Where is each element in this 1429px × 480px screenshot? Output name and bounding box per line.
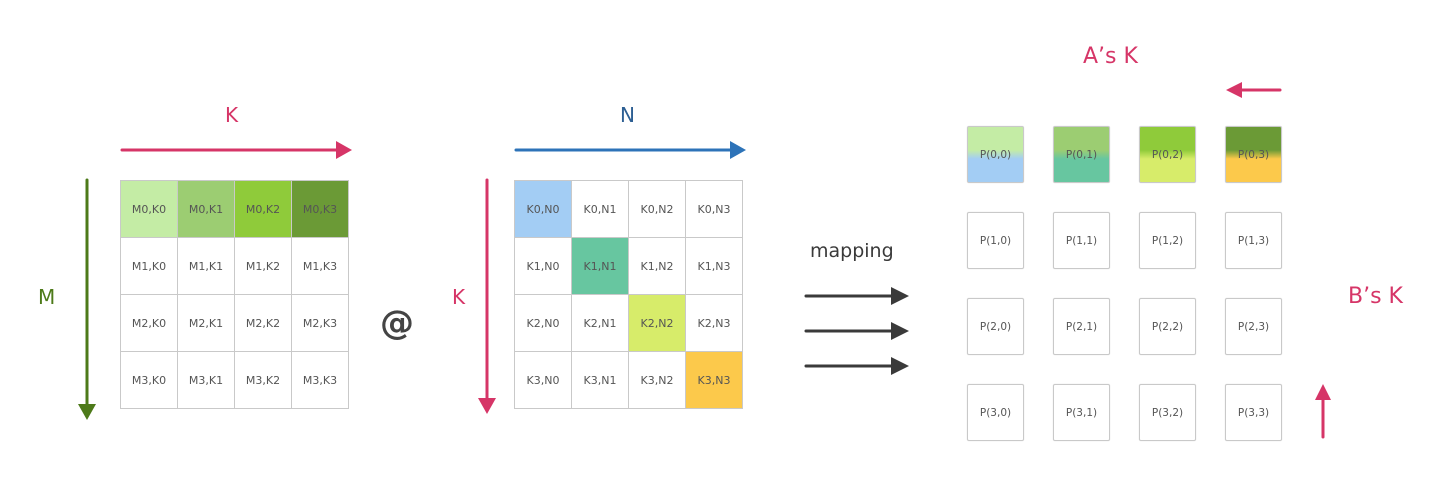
right-matrix-cell-0-3: K0,N3 bbox=[685, 180, 743, 238]
right-matrix-cell-0-2: K0,N2 bbox=[628, 180, 686, 238]
program-cell-1-2: P(1,2) bbox=[1139, 212, 1196, 269]
right-matrix-cell-1-3: K1,N3 bbox=[685, 237, 743, 295]
right-matrix-cell-2-2: K2,N2 bbox=[628, 294, 686, 352]
right-matrix-cell-3-1: K3,N1 bbox=[571, 351, 629, 409]
left-matrix-cell-2-3: M2,K3 bbox=[291, 294, 349, 352]
left-matrix-cell-0-1: M0,K1 bbox=[177, 180, 235, 238]
program-cell-1-1: P(1,1) bbox=[1053, 212, 1110, 269]
right-matrix-cell-0-0: K0,N0 bbox=[514, 180, 572, 238]
program-cell-2-0: P(2,0) bbox=[967, 298, 1024, 355]
left-matrix-cell-2-1: M2,K1 bbox=[177, 294, 235, 352]
program-cell-0-1: P(0,1) bbox=[1053, 126, 1110, 183]
program-cell-1-3: P(1,3) bbox=[1225, 212, 1282, 269]
program-cell-3-0: P(3,0) bbox=[967, 384, 1024, 441]
left-matrix-cell-1-2: M1,K2 bbox=[234, 237, 292, 295]
program-cell-0-0: P(0,0) bbox=[967, 126, 1024, 183]
left-matrix-cell-2-2: M2,K2 bbox=[234, 294, 292, 352]
right-col-label: N bbox=[620, 103, 635, 127]
right-matrix-cell-1-0: K1,N0 bbox=[514, 237, 572, 295]
left-matrix-cell-3-2: M3,K2 bbox=[234, 351, 292, 409]
left-matrix-cell-1-3: M1,K3 bbox=[291, 237, 349, 295]
left-matrix-cell-0-0: M0,K0 bbox=[120, 180, 178, 238]
right-matrix-cell-1-2: K1,N2 bbox=[628, 237, 686, 295]
right-matrix-cell-3-0: K3,N0 bbox=[514, 351, 572, 409]
program-cell-1-0: P(1,0) bbox=[967, 212, 1024, 269]
left-matrix-cell-3-1: M3,K1 bbox=[177, 351, 235, 409]
left-matrix-cell-2-0: M2,K0 bbox=[120, 294, 178, 352]
program-cell-2-2: P(2,2) bbox=[1139, 298, 1196, 355]
left-matrix-cell-3-3: M3,K3 bbox=[291, 351, 349, 409]
right-n-arrow bbox=[514, 141, 746, 159]
right-matrix-cell-2-0: K2,N0 bbox=[514, 294, 572, 352]
left-row-label: M bbox=[38, 285, 56, 309]
program-cell-0-3: P(0,3) bbox=[1225, 126, 1282, 183]
left-matrix-cell-3-0: M3,K0 bbox=[120, 351, 178, 409]
right-matrix-cell-2-1: K2,N1 bbox=[571, 294, 629, 352]
program-cell-2-1: P(2,1) bbox=[1053, 298, 1110, 355]
program-grid: P(0,0) P(0,1) P(0,2) P(0,3) P(1,0) P(1,1) P(1,… bbox=[967, 126, 1282, 441]
right-matrix-cell-2-3: K2,N3 bbox=[685, 294, 743, 352]
left-k-arrow bbox=[120, 141, 352, 159]
program-cell-3-1: P(3,1) bbox=[1053, 384, 1110, 441]
left-matrix-cell-1-0: M1,K0 bbox=[120, 237, 178, 295]
matmul-operator: @ bbox=[380, 303, 414, 343]
program-cell-2-3: P(2,3) bbox=[1225, 298, 1282, 355]
program-cell-3-2: P(3,2) bbox=[1139, 384, 1196, 441]
right-matrix-cell-0-1: K0,N1 bbox=[571, 180, 629, 238]
b-k-label: B’s K bbox=[1348, 284, 1403, 309]
right-matrix-cell-3-3: K3,N3 bbox=[685, 351, 743, 409]
b-k-arrow bbox=[1315, 384, 1331, 439]
left-m-arrow bbox=[78, 178, 96, 420]
mapping-arrows bbox=[804, 287, 909, 375]
left-col-label: K bbox=[225, 103, 239, 127]
left-matrix-cell-0-3: M0,K3 bbox=[291, 180, 349, 238]
right-row-label: K bbox=[452, 285, 466, 309]
left-matrix-cell-0-2: M0,K2 bbox=[234, 180, 292, 238]
a-k-label: A’s K bbox=[1083, 44, 1138, 69]
mapping-label: mapping bbox=[810, 240, 894, 262]
left-matrix-cell-1-1: M1,K1 bbox=[177, 237, 235, 295]
program-cell-3-3: P(3,3) bbox=[1225, 384, 1282, 441]
a-k-arrow bbox=[1226, 82, 1282, 98]
right-k-arrow bbox=[478, 178, 496, 414]
right-matrix-cell-1-1: K1,N1 bbox=[571, 237, 629, 295]
program-cell-0-2: P(0,2) bbox=[1139, 126, 1196, 183]
right-matrix-cell-3-2: K3,N2 bbox=[628, 351, 686, 409]
